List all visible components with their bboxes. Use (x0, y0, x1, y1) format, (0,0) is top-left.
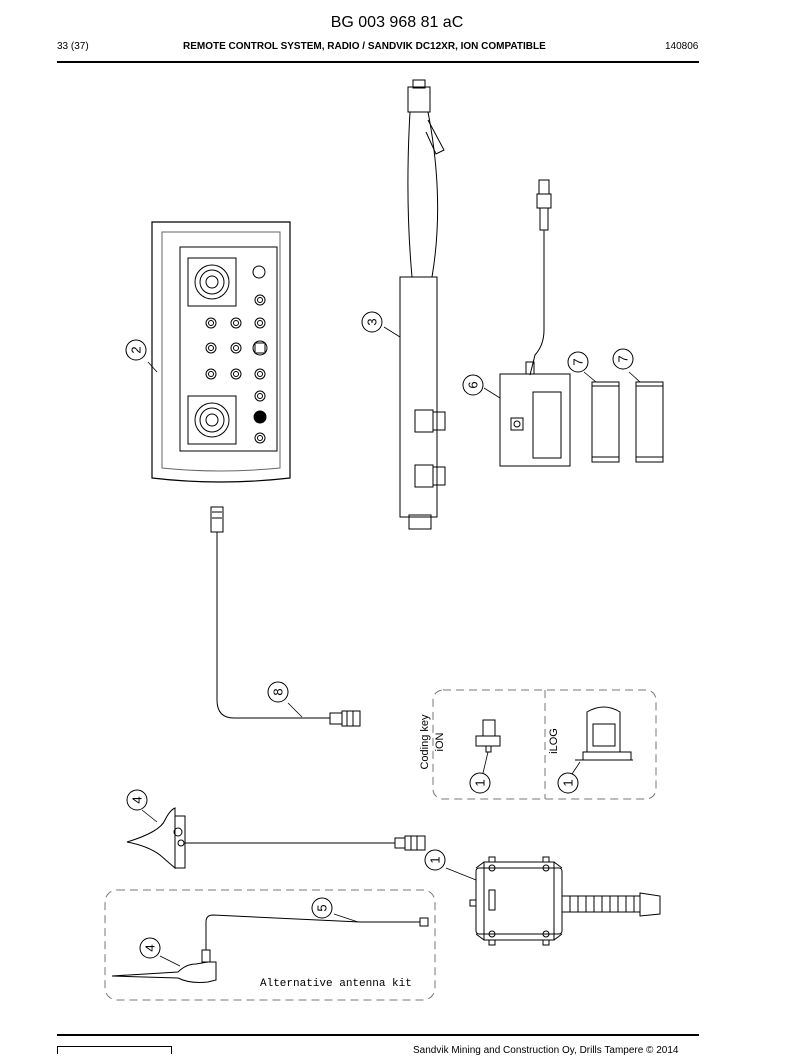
page-title: REMOTE CONTROL SYSTEM, RADIO / SANDVIK D… (183, 41, 546, 52)
callout-8-circle (267, 681, 289, 703)
footer-rule (57, 1034, 699, 1036)
callout-4-top-circle (126, 789, 148, 811)
battery-charger (499, 179, 571, 467)
ion-label: iON (434, 732, 446, 751)
alternative-antenna-kit-label: Alternative antenna kit (260, 978, 412, 990)
callout-2: 2 (129, 346, 144, 353)
document-number: BG 003 968 81 aC (330, 14, 464, 31)
battery-pack-b (635, 381, 664, 463)
callout-7a: 7 (571, 358, 586, 365)
callout-4-alt-circle (139, 937, 161, 959)
callout-1-ilog-circle (557, 772, 579, 794)
callout-4-alt: 4 (143, 944, 158, 951)
callout-3: 3 (365, 318, 380, 325)
callout-7a-circle (567, 351, 589, 373)
alternative-antenna-kit-group (104, 889, 436, 1001)
coding-key-label: Coding key (419, 714, 431, 770)
callout-7b-circle (612, 348, 634, 370)
cable-8 (210, 506, 361, 727)
callout-6-circle (462, 374, 484, 396)
callout-1-coding: 1 (473, 779, 488, 786)
callout-6: 6 (466, 381, 481, 388)
document-date: 140806 (665, 41, 699, 52)
callout-8: 8 (271, 688, 286, 695)
antenna-with-cable (126, 807, 426, 870)
transmitter-control-panel (151, 221, 291, 483)
callout-1-main-circle (424, 849, 446, 871)
callout-1-ilog: 1 (561, 779, 576, 786)
callout-7b: 7 (616, 355, 631, 362)
header-rule (57, 61, 699, 63)
callout-3-circle (361, 311, 383, 333)
page-number: 33 (37) (57, 41, 89, 52)
waist-belt (399, 79, 446, 530)
callout-1-main: 1 (428, 856, 443, 863)
radio-receiver (469, 856, 661, 946)
callout-5: 5 (315, 904, 330, 911)
callout-1-coding-circle (469, 772, 491, 794)
coding-key-ilog-group (432, 689, 657, 800)
callout-4-top: 4 (130, 796, 145, 803)
battery-pack-a (591, 381, 620, 463)
footer-copyright: Sandvik Mining and Construction Oy, Dril… (413, 1045, 679, 1056)
sandvik-logo (57, 1046, 172, 1054)
ilog-label: iLOG (548, 728, 560, 754)
callout-5-circle (311, 897, 333, 919)
callout-2-circle (125, 339, 147, 361)
